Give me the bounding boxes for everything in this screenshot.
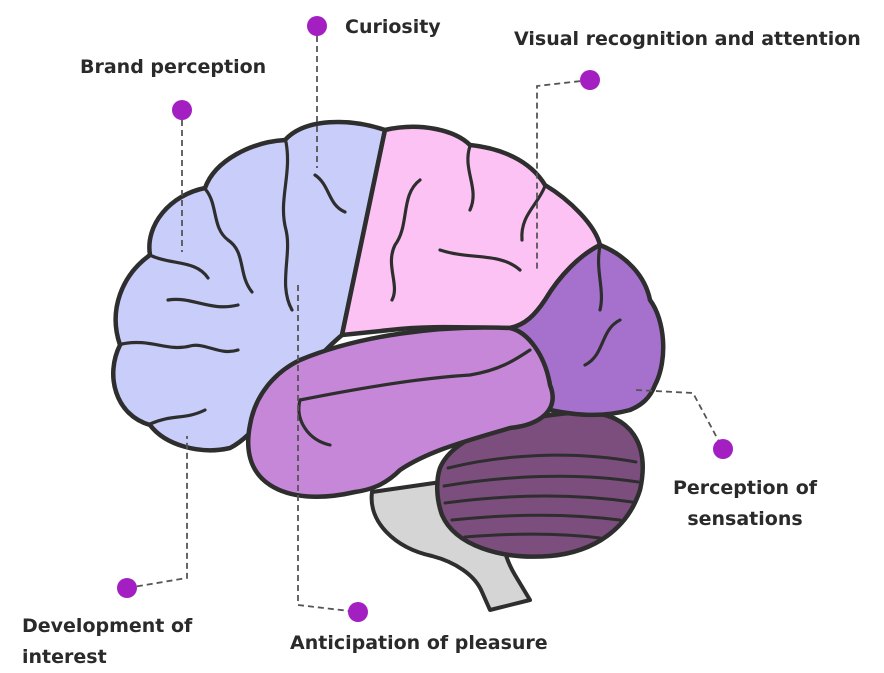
label-sensations-line2: sensations <box>660 504 830 535</box>
label-curiosity: Curiosity <box>345 12 441 43</box>
label-anticipation-of-pleasure: Anticipation of pleasure <box>290 628 548 659</box>
leader-development <box>127 436 187 588</box>
dot-sensations <box>713 439 733 459</box>
dot-anticipation <box>348 602 368 622</box>
label-development-of-interest: Development of interest <box>22 611 192 673</box>
label-development-line1: Development of <box>22 611 192 642</box>
dot-visual <box>580 70 600 90</box>
dot-curiosity <box>307 16 327 36</box>
label-sensations-line1: Perception of <box>660 473 830 504</box>
label-development-line2: interest <box>22 642 192 673</box>
label-brand-perception: Brand perception <box>80 52 266 83</box>
dot-development <box>117 578 137 598</box>
label-perception-of-sensations: Perception of sensations <box>660 473 830 535</box>
dot-brand <box>172 100 192 120</box>
label-visual-recognition: Visual recognition and attention <box>514 24 861 55</box>
